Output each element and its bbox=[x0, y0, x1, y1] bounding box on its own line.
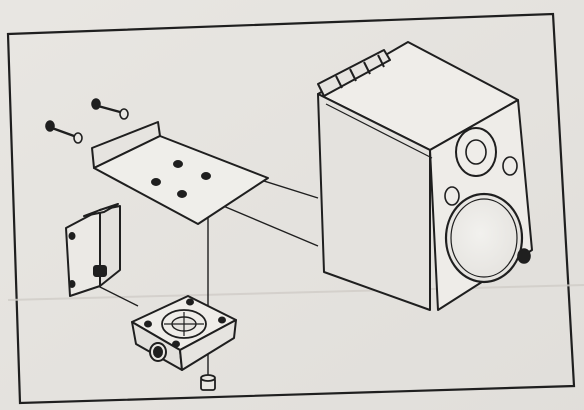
diagram-frame bbox=[6, 12, 576, 405]
tweeter-outer bbox=[455, 127, 497, 177]
port-left bbox=[444, 186, 460, 206]
screw-lower bbox=[45, 120, 83, 144]
speaker-drivers bbox=[444, 127, 531, 284]
woofer-rim bbox=[450, 198, 518, 278]
bottom-bolt bbox=[200, 374, 216, 391]
mounting-plate bbox=[91, 121, 269, 225]
woofer-outer bbox=[444, 192, 524, 284]
screw-upper bbox=[91, 98, 129, 120]
base-clamp bbox=[131, 295, 237, 371]
port-right bbox=[502, 156, 518, 176]
side-bracket bbox=[65, 203, 121, 297]
rear-knob bbox=[517, 248, 531, 264]
tweeter-inner bbox=[465, 139, 487, 165]
plate-screws bbox=[45, 98, 129, 144]
